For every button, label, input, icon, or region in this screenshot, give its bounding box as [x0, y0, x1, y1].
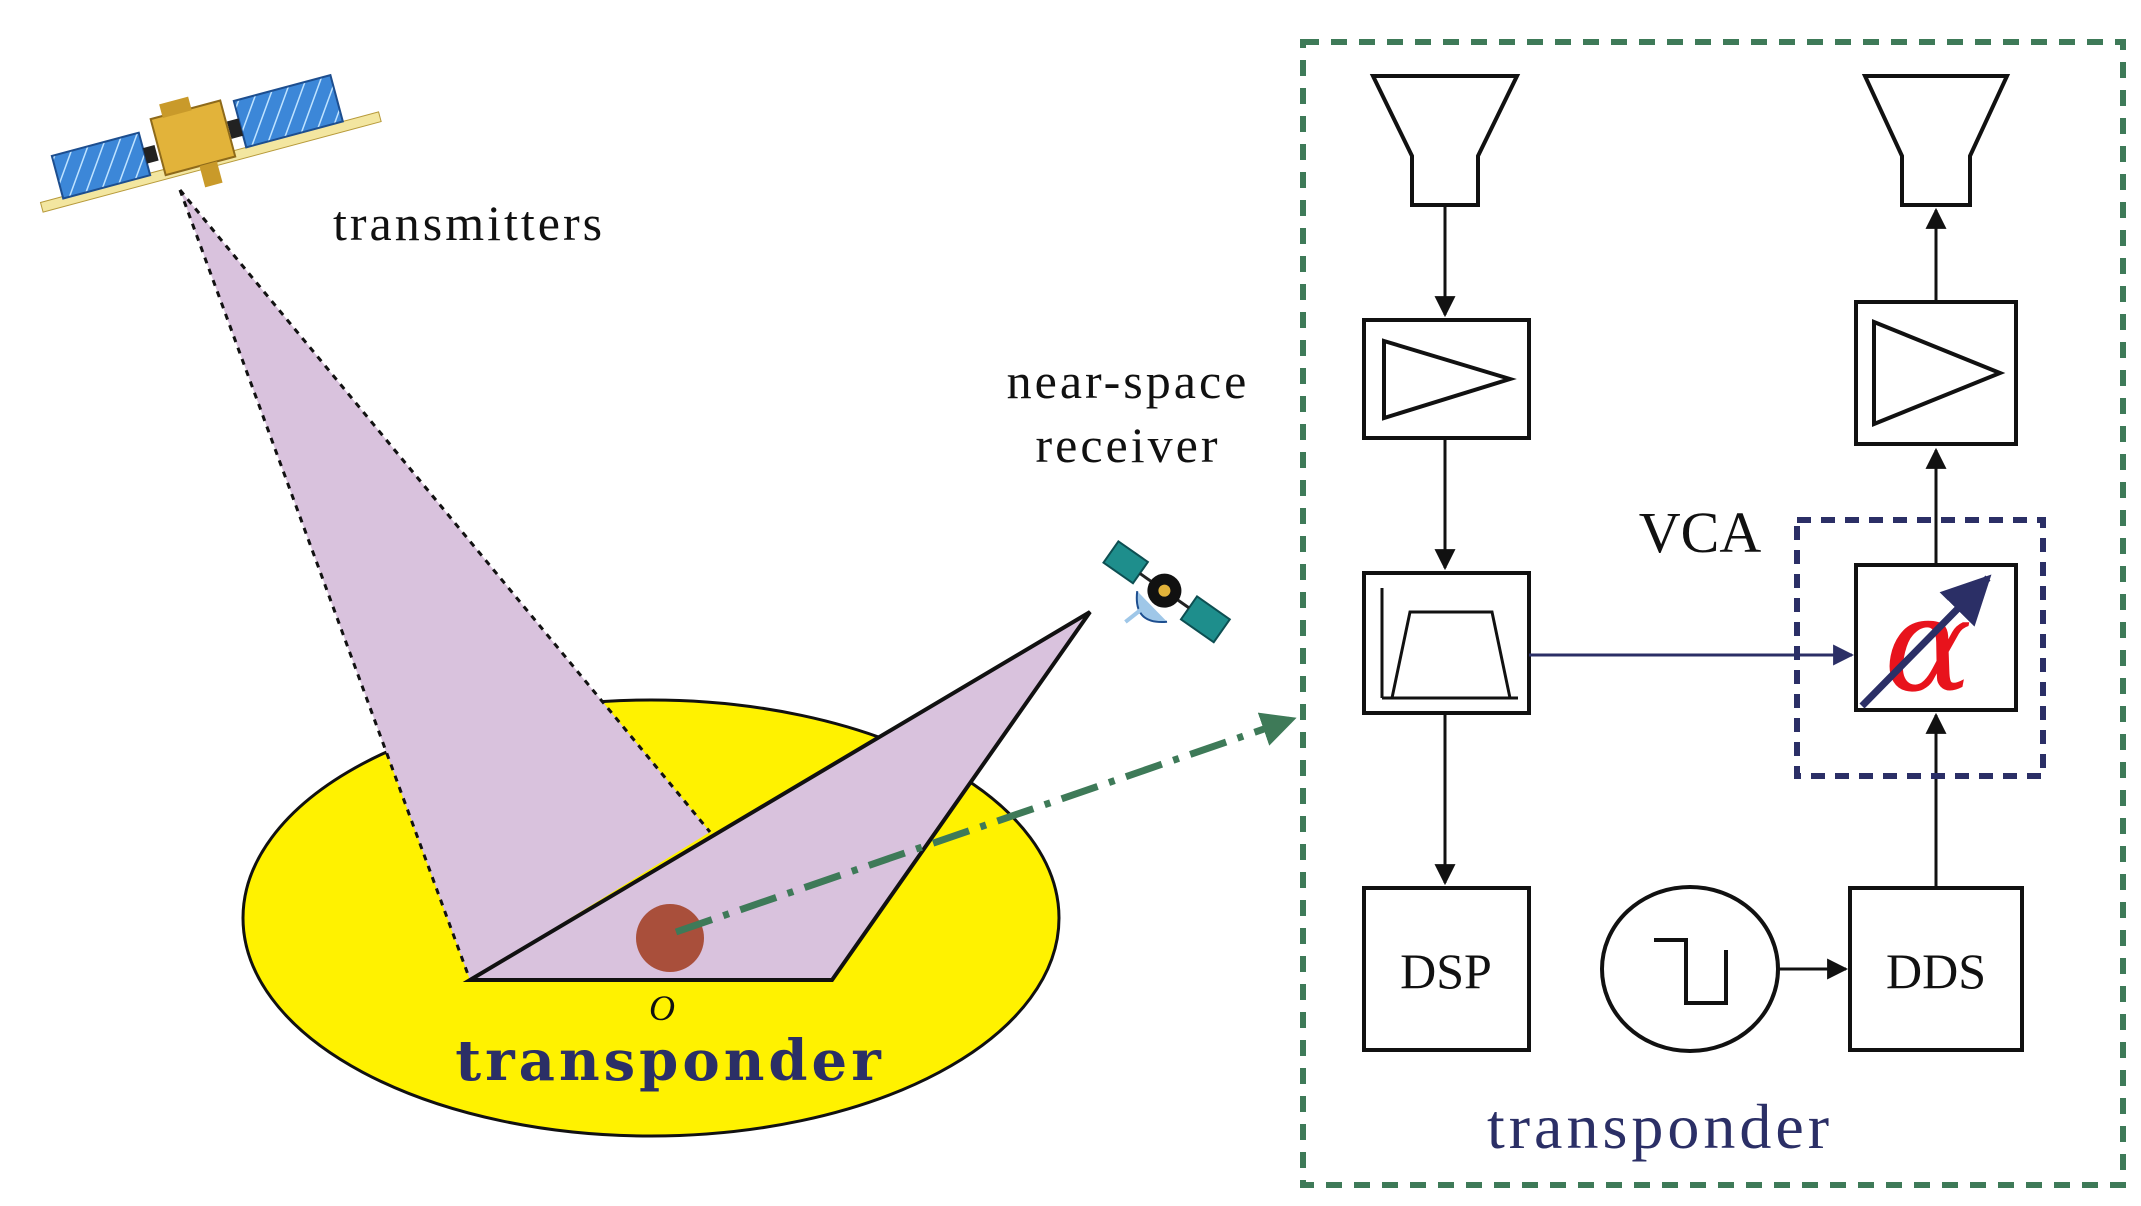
satellite-icon	[39, 73, 382, 213]
dsp-label: DSP	[1400, 943, 1492, 999]
vca-label: VCA	[1639, 500, 1762, 565]
dds-block: DDS	[1848, 886, 2024, 1052]
transponder-dot	[636, 904, 704, 972]
bandpass-filter-icon	[1380, 588, 1518, 700]
receiver-beam	[462, 610, 1092, 982]
vca-enclosure	[1794, 517, 2046, 779]
block-transponder-label: transponder	[1487, 1091, 1833, 1162]
beam-edge-left	[178, 189, 472, 981]
origin-label: O	[649, 988, 675, 1028]
variable-gain-arrow	[1859, 574, 1992, 709]
transmitters-label: transmitters	[333, 195, 605, 251]
dds-label: DDS	[1886, 943, 1986, 999]
receiver-label-line2: receiver	[1036, 417, 1221, 473]
receiver-satellite	[1102, 539, 1232, 644]
link-arrow	[674, 712, 1297, 936]
lna-block	[1362, 318, 1531, 440]
alpha-symbol: α	[1884, 569, 1972, 721]
rx-antenna	[1369, 74, 1521, 207]
transmitter-satellite	[39, 73, 382, 213]
square-wave-icon	[1654, 938, 1728, 1005]
amplifier-triangle-icon	[1382, 338, 1517, 421]
filter-block	[1362, 571, 1531, 715]
receiver-label-line1: near-space	[1007, 353, 1250, 409]
amplifier-triangle-icon	[1872, 319, 2006, 427]
tx-antenna	[1861, 74, 2011, 207]
horn-antenna-icon	[1861, 74, 2011, 207]
dsp-block: DSP	[1362, 886, 1531, 1052]
pa-block	[1854, 300, 2018, 446]
transmitter-beam	[180, 190, 710, 980]
ground-transponder-label: transponder	[455, 1028, 884, 1094]
oscillator	[1600, 885, 1780, 1053]
horn-antenna-icon	[1369, 74, 1521, 207]
vca-block: α	[1854, 563, 2018, 721]
satellite-icon	[1102, 539, 1232, 644]
